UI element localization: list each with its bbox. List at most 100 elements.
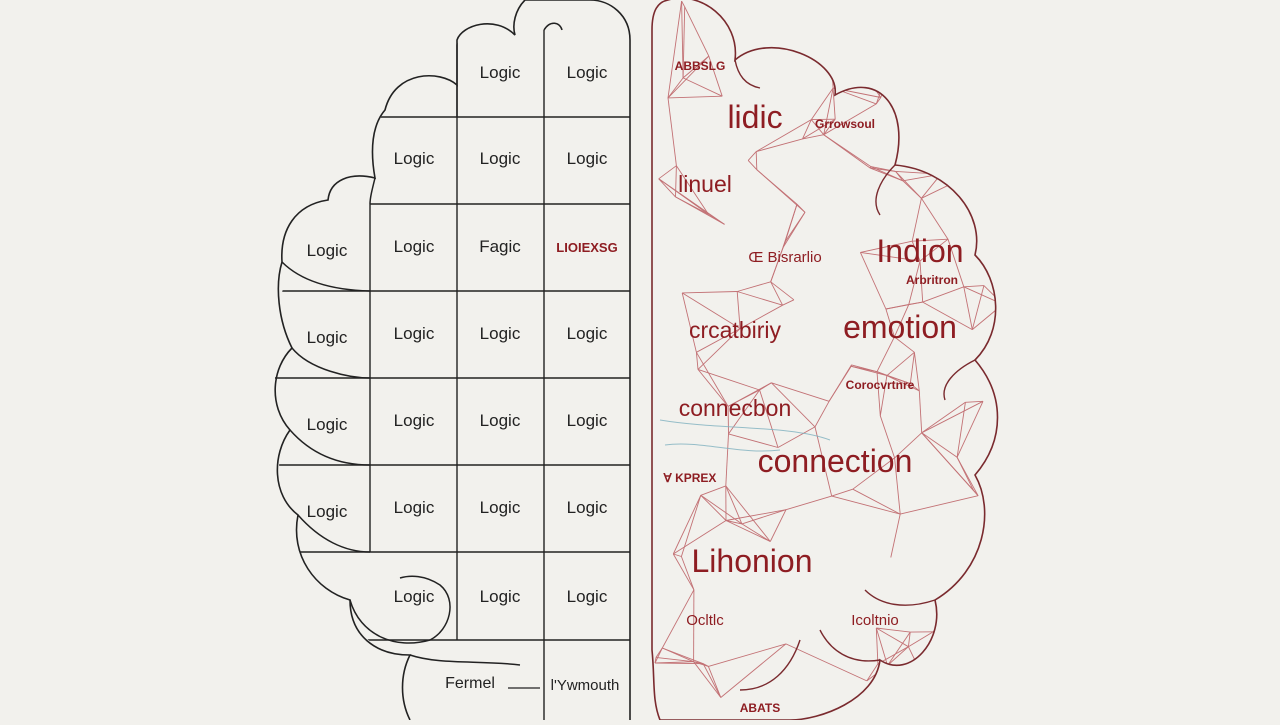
- network-line: [656, 648, 662, 657]
- network-line: [921, 158, 1003, 198]
- cell-label: Fagic: [479, 237, 521, 256]
- network-word: emotion: [843, 309, 957, 345]
- network-word: lidic: [727, 99, 782, 135]
- network-line: [726, 434, 729, 486]
- network-line: [783, 300, 794, 305]
- cell-label: Logic: [567, 498, 608, 517]
- network-word: connecbon: [679, 395, 792, 421]
- network-line: [668, 96, 722, 98]
- network-line: [899, 19, 918, 39]
- network-line: [925, 681, 938, 702]
- network-line: [708, 644, 786, 667]
- cell-label: Logic: [480, 149, 521, 168]
- network-line: [824, 135, 871, 167]
- network-line: [933, 632, 964, 641]
- neural-network-lines: [655, 1, 1004, 716]
- cell-label: Logic: [480, 324, 521, 343]
- network-line: [721, 644, 786, 698]
- network-line: [726, 521, 770, 542]
- network-line: [770, 510, 786, 542]
- network-word: Ocltlc: [686, 612, 724, 629]
- network-line: [676, 166, 677, 197]
- network-line: [829, 19, 917, 24]
- network-line: [972, 286, 984, 330]
- network-word: Œ Bisrarlio: [748, 249, 821, 266]
- left-bottom-labels: Fermel l'Ywmouth: [445, 675, 619, 694]
- network-line: [943, 654, 974, 659]
- network-line: [943, 641, 965, 659]
- network-line: [786, 496, 832, 510]
- network-line: [852, 365, 878, 372]
- network-line: [925, 659, 943, 681]
- network-line: [933, 632, 943, 659]
- cell-label: Logic: [567, 63, 608, 82]
- cell-label: Logic: [394, 324, 435, 343]
- network-line: [1000, 687, 1003, 716]
- network-line: [974, 581, 978, 654]
- network-line: [964, 158, 1004, 169]
- network-line: [668, 1, 682, 98]
- network-line: [918, 19, 968, 27]
- network-line: [851, 366, 887, 375]
- cell-label: LIOIEXSG: [556, 240, 617, 255]
- network-line: [964, 581, 978, 620]
- network-line: [708, 666, 720, 697]
- network-line: [655, 663, 703, 664]
- network-line: [659, 179, 676, 197]
- network-word: Indion: [876, 233, 963, 269]
- network-line: [682, 292, 737, 293]
- cell-label: Logic: [567, 587, 608, 606]
- network-line: [922, 401, 983, 433]
- bottom-label-right: l'Ywmouth: [551, 677, 620, 694]
- network-line: [964, 286, 984, 287]
- cell-label: Logic: [480, 587, 521, 606]
- network-line: [899, 27, 967, 39]
- network-line: [703, 664, 721, 698]
- network-line: [737, 292, 782, 306]
- network-line: [918, 18, 991, 19]
- cell-label: Logic: [307, 328, 348, 347]
- network-word: ABBSLG: [675, 59, 726, 73]
- network-line: [887, 352, 915, 375]
- network-word: connection: [758, 443, 913, 479]
- cell-label: Logic: [567, 149, 608, 168]
- network-line: [922, 433, 957, 458]
- network-word: Arbritron: [906, 273, 958, 287]
- network-line: [701, 486, 726, 495]
- network-line: [891, 514, 900, 557]
- network-line: [933, 581, 978, 632]
- network-line: [965, 581, 978, 641]
- network-line: [853, 489, 900, 514]
- network-line: [964, 144, 977, 170]
- cell-label: Logic: [307, 241, 348, 260]
- network-line: [698, 369, 760, 390]
- network-line: [976, 144, 1003, 159]
- left-grid: [275, 30, 630, 720]
- cell-label: Logic: [307, 415, 348, 434]
- network-line: [694, 662, 721, 698]
- cell-label: Logic: [394, 498, 435, 517]
- cell-label: Logic: [480, 498, 521, 517]
- network-word: Icoltnio: [851, 612, 899, 629]
- network-line: [908, 632, 933, 647]
- network-line: [881, 39, 900, 98]
- cell-label: Logic: [394, 587, 435, 606]
- network-line: [921, 174, 941, 198]
- cell-label: Logic: [394, 411, 435, 430]
- network-line: [922, 402, 966, 433]
- network-word: Grrowsoul: [815, 117, 875, 131]
- network-line: [964, 287, 973, 330]
- network-line: [964, 620, 965, 653]
- network-line: [957, 457, 973, 490]
- network-line: [833, 88, 876, 104]
- cell-label: Logic: [394, 237, 435, 256]
- bottom-label-left: Fermel: [445, 675, 495, 692]
- cell-label: Logic: [480, 411, 521, 430]
- network-line: [968, 27, 974, 40]
- network-line: [876, 39, 899, 104]
- network-line: [938, 702, 1000, 716]
